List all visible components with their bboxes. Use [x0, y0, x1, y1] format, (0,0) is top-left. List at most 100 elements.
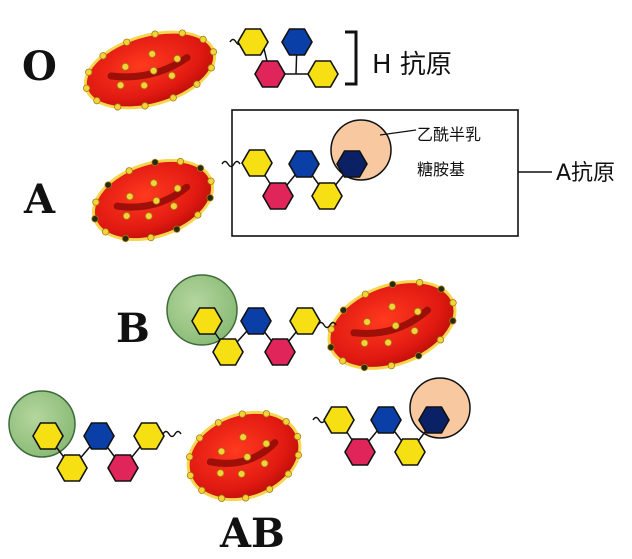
cell-surface-dot [196, 434, 204, 442]
cell-surface-dot [173, 225, 181, 233]
cell-surface-dot [389, 280, 397, 288]
galactose-yellow-hex [32, 422, 64, 450]
sugar-yellow-hex [394, 438, 426, 466]
cell-inner-dot [144, 212, 153, 220]
cell-inner-dot [243, 453, 252, 461]
cell-surface-dot [141, 102, 149, 110]
cell-surface-dot [147, 233, 155, 242]
galnac-navy-hex [418, 406, 450, 434]
sugar-red-hex [262, 182, 294, 210]
cell-surface-dot [284, 470, 292, 478]
sugar-red-hex [254, 60, 286, 88]
chain-a [221, 119, 392, 210]
a-antigen-label: A抗原 [556, 161, 615, 186]
cell-surface-dot [123, 38, 131, 46]
blood-type-ab-label: AB [219, 510, 285, 557]
cell-inner-dot [384, 338, 392, 347]
h-antigen-bracket [345, 30, 358, 86]
cell-inner-dot [116, 81, 125, 90]
cell-surface-dot [169, 94, 177, 102]
a-antigen-box [231, 109, 519, 237]
cell-groove [350, 306, 431, 337]
cell-inner-dot [170, 202, 178, 210]
cell-inner-dot [148, 50, 156, 58]
cell-surface-dot [178, 29, 186, 37]
cell-inner-dot [168, 71, 176, 80]
red-cell-b [327, 278, 457, 372]
sugar-yellow-hex [307, 60, 339, 88]
cell-surface-dot [121, 234, 130, 243]
h-antigen-label: H 抗原 [372, 50, 452, 80]
chain-ab-left [8, 390, 182, 482]
cell-surface-dot [194, 211, 202, 219]
cell-inner-dot [239, 433, 247, 441]
cell-surface-dot [193, 80, 201, 88]
red-cell-ab [186, 410, 302, 502]
cell-surface-dot [176, 157, 185, 166]
sugar-blue-hex [281, 28, 313, 56]
cell-surface-dot [151, 158, 159, 167]
cell-surface-dot [238, 410, 246, 418]
cell-surface-dot [101, 228, 110, 236]
cell-surface-dot [339, 357, 347, 365]
blood-type-o-label: O [22, 43, 57, 90]
cell-inner-dot [391, 321, 400, 330]
cell-surface-dot [207, 64, 215, 72]
sugar-blue-hex [83, 422, 115, 450]
cell-surface-dot [151, 30, 159, 38]
cell-surface-dot [104, 181, 112, 189]
cell-groove [206, 439, 279, 467]
cell-groove [107, 54, 191, 81]
sugar-yellow-hex [241, 149, 273, 177]
sugar-yellow-hex [289, 307, 321, 335]
sugar-blue-hex [240, 307, 272, 335]
antigen-chains [8, 28, 471, 482]
chain-link-squiggle [162, 430, 182, 438]
sugar-yellow-hex [56, 454, 88, 482]
cell-surface-dot [293, 432, 302, 441]
cell-surface-dot [436, 336, 445, 344]
galnac-navy-hex [336, 150, 368, 178]
cell-inner-dot [363, 318, 371, 326]
blood-type-a-label: A [23, 176, 56, 223]
cell-surface-dot [198, 486, 206, 494]
cell-surface-dot [266, 485, 274, 493]
red-cell-a [91, 157, 215, 243]
cell-surface-dot [282, 418, 290, 426]
cell-inner-dot [173, 184, 182, 193]
cell-surface-dot [114, 103, 122, 111]
sugar-yellow-hex [133, 422, 165, 450]
cell-surface-dot [209, 48, 218, 56]
cell-inner-dot [152, 196, 161, 205]
cell-inner-dot [173, 54, 182, 63]
red-cell-o [82, 29, 218, 111]
cell-inner-dot [140, 81, 149, 90]
sugar-yellow-hex [311, 182, 343, 210]
chain-b [166, 274, 337, 366]
galnac-pointer-line [379, 129, 417, 136]
sugar-yellow-hex [237, 28, 269, 56]
cell-surface-dot [196, 164, 205, 172]
cell-surface-dot [360, 363, 368, 372]
cell-surface-dot [262, 410, 270, 418]
sugar-blue-hex [370, 406, 402, 434]
cell-inner-dot [122, 212, 131, 220]
cell-surface-dot [437, 285, 445, 293]
cell-inner-dot [413, 307, 422, 316]
chain-link-squiggle [317, 321, 337, 329]
cell-surface-dot [199, 35, 207, 43]
cell-inner-dot [217, 447, 226, 456]
cell-surface-dot [82, 84, 91, 92]
cell-inner-dot [150, 179, 158, 187]
cell-surface-dot [327, 343, 335, 351]
cell-surface-dot [416, 278, 424, 287]
cell-surface-dot [449, 299, 457, 307]
cell-surface-dot [99, 52, 107, 60]
cell-surface-dot [218, 494, 226, 502]
cell-inner-dot [388, 302, 396, 311]
cell-surface-dot [91, 215, 99, 223]
sugar-yellow-hex [212, 338, 244, 366]
cell-surface-dot [449, 317, 457, 325]
cell-surface-dot [214, 419, 222, 427]
